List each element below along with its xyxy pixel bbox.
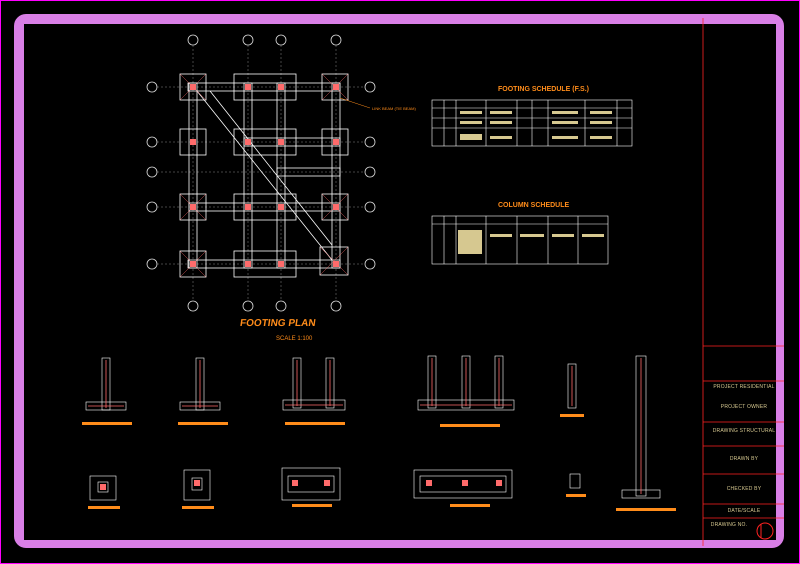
title-block-checked-by: CHECKED BY <box>726 486 762 492</box>
section-labels <box>82 414 676 511</box>
tie-beams <box>187 82 341 269</box>
section-details <box>85 355 661 499</box>
section-rebar <box>88 358 642 494</box>
title-block-date: DATE/SCALE <box>727 508 761 514</box>
title-block-drawing-no: DRAWING NO. <box>710 522 748 528</box>
plan-scale: SCALE 1:100 <box>276 336 313 342</box>
plan-detail-columns <box>100 480 502 490</box>
title-block-owner: PROJECT OWNER <box>720 404 768 410</box>
footings <box>179 73 349 278</box>
title-block-dividers <box>702 18 784 546</box>
tie-beam-note: LINK BEAM (TIE BEAM) <box>372 106 416 111</box>
note-leader <box>339 97 371 109</box>
footing-hatch <box>179 73 349 278</box>
footing-schedule-cells <box>460 111 612 140</box>
drawing-area <box>24 24 776 540</box>
column-schedule-table <box>431 215 609 265</box>
plan-detail-labels <box>88 494 586 509</box>
title-block-project: PROJECT RESIDENTIAL <box>713 384 775 390</box>
grid-lines <box>157 45 365 301</box>
footing-schedule-table <box>431 99 633 147</box>
footing-schedule-title: FOOTING SCHEDULE (F.S.) <box>498 86 589 93</box>
column-schedule-cells <box>458 230 604 254</box>
column-schedule-title: COLUMN SCHEDULE <box>498 202 570 209</box>
plan-details <box>89 467 581 501</box>
logo-icon <box>756 522 774 540</box>
title-block-drawn-by: DRAWN BY <box>729 456 759 462</box>
title-block-drawing: DRAWING STRUCTURAL <box>712 428 776 434</box>
sheet-frame <box>14 14 784 548</box>
plan-title: FOOTING PLAN <box>239 318 317 329</box>
